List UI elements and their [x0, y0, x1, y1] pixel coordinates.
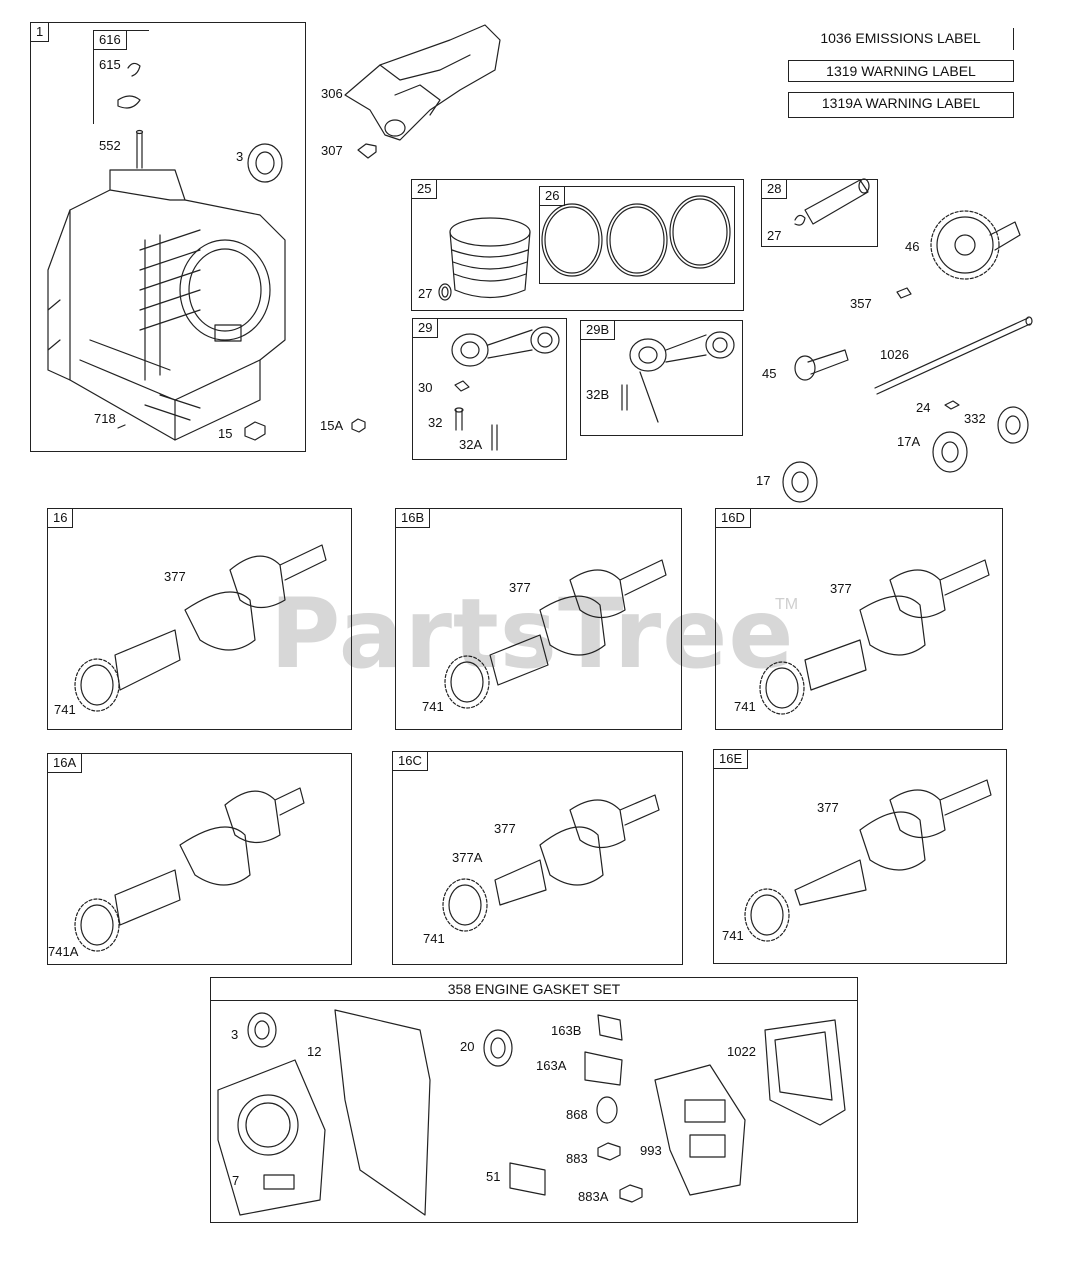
gasket-part-883a[interactable]: 883A — [578, 1189, 609, 1204]
part-15a[interactable]: 15A — [320, 418, 344, 433]
group-box-26[interactable]: 26 — [539, 186, 735, 284]
gasket-part-1022[interactable]: 1022 — [727, 1044, 756, 1059]
part-307[interactable]: 307 — [321, 143, 343, 158]
group-box-16a[interactable]: 16A — [47, 753, 352, 965]
cylinder-block-illustration — [47, 62, 366, 441]
part-3[interactable]: 3 — [236, 149, 244, 164]
part-32[interactable]: 32 — [428, 415, 443, 430]
gasket-part-20[interactable]: 20 — [460, 1039, 475, 1054]
crankshaft-16-illustration — [74, 544, 327, 712]
cam-gear-illustration — [896, 210, 1021, 299]
piston-rings-illustration — [541, 195, 731, 277]
crankshaft-16c-illustration — [442, 794, 660, 932]
group-tag-26: 26 — [540, 187, 566, 206]
group-tag-29b: 29B — [581, 321, 616, 340]
gasket-part-883[interactable]: 883 — [566, 1151, 588, 1166]
gasket-part-51[interactable]: 51 — [486, 1169, 501, 1184]
part-16c-377[interactable]: 377 — [494, 821, 516, 836]
group-tag-16a: 16A — [48, 754, 83, 773]
gasket-part-12[interactable]: 12 — [307, 1044, 322, 1059]
group-box-29[interactable]: 29 — [412, 318, 567, 460]
group-box-16[interactable]: 16 — [47, 508, 352, 730]
air-guide-illustration — [344, 24, 501, 159]
part-45[interactable]: 45 — [762, 366, 777, 381]
gasket-part-3[interactable]: 3 — [231, 1027, 239, 1042]
group-box-16b[interactable]: 16B — [395, 508, 682, 730]
crankshaft-16d-illustration — [759, 559, 990, 715]
part-16d-741[interactable]: 741 — [734, 699, 756, 714]
part-16e-377[interactable]: 377 — [817, 800, 839, 815]
piston-pin-illustration — [794, 178, 870, 226]
gasket-part-868[interactable]: 868 — [566, 1107, 588, 1122]
part-615[interactable]: 615 — [99, 57, 121, 72]
part-30[interactable]: 30 — [418, 380, 433, 395]
part-552[interactable]: 552 — [99, 138, 121, 153]
crankshaft-16a-illustration — [74, 787, 305, 952]
group-box-1[interactable]: 1 — [30, 22, 306, 452]
group-box-16e[interactable]: 16E — [713, 749, 1007, 964]
piston-illustration — [438, 217, 531, 301]
part-16b-377[interactable]: 377 — [509, 580, 531, 595]
group-box-29b[interactable]: 29B — [580, 320, 743, 436]
part-718[interactable]: 718 — [94, 411, 116, 426]
group-box-16d[interactable]: 16D — [715, 508, 1003, 730]
gasket-set-illustration — [217, 1009, 846, 1216]
gasket-part-163b[interactable]: 163B — [551, 1023, 582, 1038]
group-box-16c[interactable]: 16C — [392, 751, 683, 965]
part-27-piston[interactable]: 27 — [418, 286, 433, 301]
crankshaft-16b-illustration — [444, 559, 667, 709]
gasket-part-7[interactable]: 7 — [232, 1173, 240, 1188]
gasket-set-title: 358 ENGINE GASKET SET — [211, 978, 857, 1001]
connecting-rod-b-illustration — [621, 331, 735, 423]
group-tag-16: 16 — [48, 509, 74, 528]
group-tag-29: 29 — [413, 319, 439, 338]
connecting-rod-illustration — [451, 326, 560, 451]
part-16a-741a[interactable]: 741A — [48, 944, 79, 959]
part-1026[interactable]: 1026 — [880, 347, 909, 362]
group-box-gasket-set[interactable]: 358 ENGINE GASKET SET — [210, 977, 858, 1223]
warning-label[interactable]: 1319 WARNING LABEL — [788, 60, 1014, 82]
part-16c-741[interactable]: 741 — [423, 931, 445, 946]
part-27-pin[interactable]: 27 — [767, 228, 782, 243]
part-16-377[interactable]: 377 — [164, 569, 186, 584]
group-box-25[interactable]: 25 — [411, 179, 744, 311]
group-tag-616: 616 — [94, 31, 127, 50]
watermark-trademark: TM — [775, 596, 799, 613]
part-15[interactable]: 15 — [218, 426, 233, 441]
group-tag-28: 28 — [762, 180, 788, 199]
group-tag-16b: 16B — [396, 509, 431, 528]
part-332[interactable]: 332 — [964, 411, 986, 426]
group-tag-16c: 16C — [393, 752, 428, 771]
part-306[interactable]: 306 — [321, 86, 343, 101]
gasket-part-993[interactable]: 993 — [640, 1143, 662, 1158]
group-tag-1: 1 — [31, 23, 50, 42]
group-box-616[interactable]: 616 — [93, 30, 149, 124]
part-16b-741[interactable]: 741 — [422, 699, 444, 714]
group-tag-16e: 16E — [714, 750, 749, 769]
valve-train-illustration — [782, 316, 1033, 503]
part-16-741[interactable]: 741 — [54, 702, 76, 717]
part-17a[interactable]: 17A — [897, 434, 921, 449]
part-16e-741[interactable]: 741 — [722, 928, 744, 943]
part-46[interactable]: 46 — [905, 239, 920, 254]
group-tag-25: 25 — [412, 180, 438, 199]
part-32a[interactable]: 32A — [459, 437, 483, 452]
gasket-part-163a[interactable]: 163A — [536, 1058, 567, 1073]
part-16c-377a[interactable]: 377A — [452, 850, 483, 865]
part-357[interactable]: 357 — [850, 296, 872, 311]
crankshaft-16e-illustration — [744, 779, 992, 942]
group-box-28[interactable]: 28 — [761, 179, 878, 247]
warning-label-a[interactable]: 1319A WARNING LABEL — [788, 92, 1014, 118]
part-16d-377[interactable]: 377 — [830, 581, 852, 596]
group-tag-16d: 16D — [716, 509, 751, 528]
part-24[interactable]: 24 — [916, 400, 931, 415]
emissions-label[interactable]: 1036 EMISSIONS LABEL — [788, 28, 1014, 50]
part-17[interactable]: 17 — [756, 473, 771, 488]
part-32b[interactable]: 32B — [586, 387, 610, 402]
